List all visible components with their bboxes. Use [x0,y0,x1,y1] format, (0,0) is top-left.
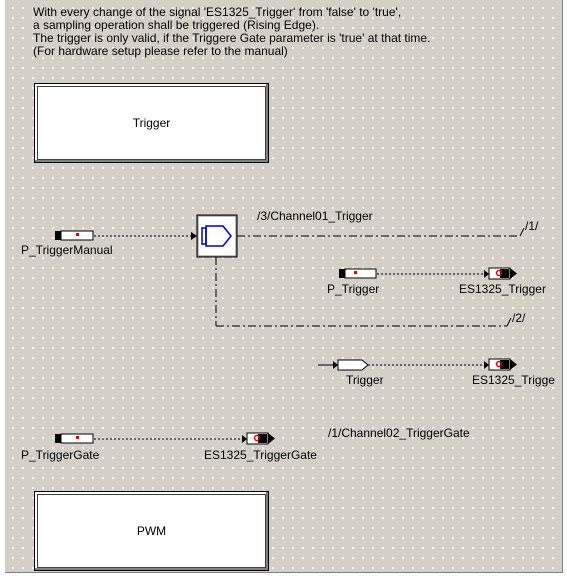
pwm-block[interactable]: PWM [34,491,269,571]
pwm-block-label: PWM [136,524,167,538]
comment-line-2: a sampling operation shall be triggered … [33,18,320,32]
label-channel01-trigger: /3/Channel01_Trigger [257,209,373,223]
comment-text: With every change of the signal 'ES1325_… [33,6,430,58]
label-p-triggergate: P_TriggerGate [21,448,100,462]
p-trigger-element[interactable] [339,268,377,279]
label-seq2: /2/ [512,311,526,325]
trigger-block[interactable]: Trigger [34,83,269,163]
arrow-into-if [191,232,197,240]
label-trigger-input: Trigger [346,373,384,387]
label-es1325-triggergate: ES1325_TriggerGate [204,448,317,462]
trigger-input-element[interactable] [318,359,369,371]
label-p-trigger: P_Trigger [327,282,380,296]
label-es1325-trigger-1: ES1325_Trigger [459,282,546,296]
p-triggermanual-element[interactable] [55,230,94,241]
p-triggergate-element[interactable] [55,433,94,444]
comment-line-4: (For hardware setup please refer to the … [33,44,288,58]
es1325-trigger-receiver-2[interactable] [488,358,517,371]
trigger-block-label: Trigger [132,116,171,130]
label-channel02-triggergate: /1/Channel02_TriggerGate [328,426,470,440]
comment-line-3: The trigger is only valid, if the Trigge… [33,31,431,45]
es1325-triggergate-receiver[interactable] [246,432,275,445]
es1325-trigger-receiver-1[interactable] [488,267,517,280]
if-block[interactable] [196,214,238,258]
label-p-triggermanual: P_TriggerManual [21,243,113,257]
label-seq1: /1/ [525,219,539,233]
label-es1325-trigger-2: ES1325_Trigge [472,373,555,387]
comment-line-1: With every change of the signal 'ES1325_… [33,5,402,19]
